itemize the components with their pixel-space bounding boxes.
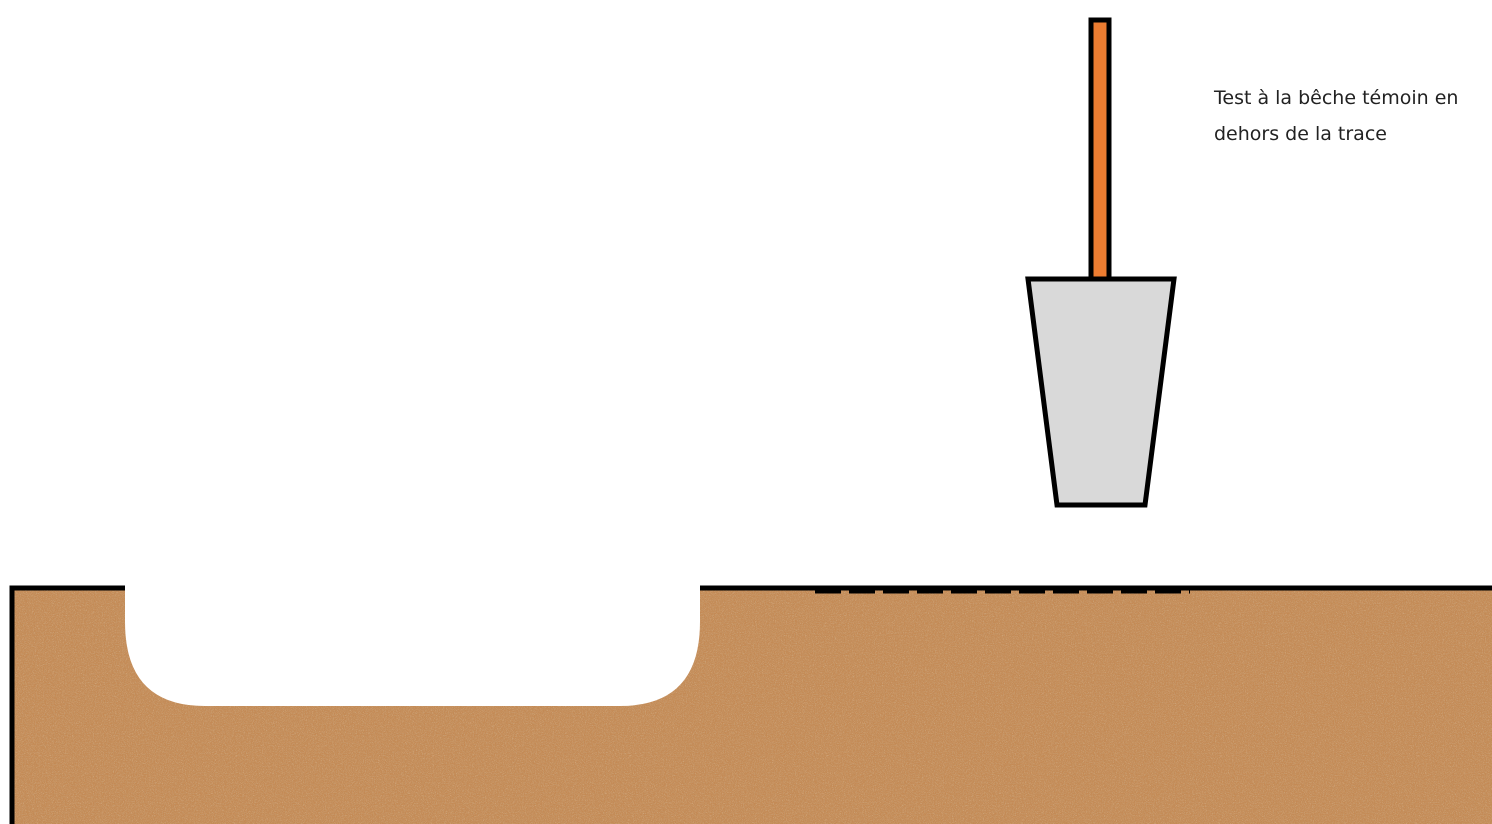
soil-highlights [12,588,1492,824]
caption-text: Test à la bêche témoin en dehors de la t… [1214,80,1492,152]
spade-handle [1091,20,1109,280]
spade-blade [1028,279,1174,505]
caption-line-1: Test à la bêche témoin en [1214,80,1492,116]
spade-icon [1028,20,1174,505]
soil-ground [12,588,1492,824]
caption-line-2: dehors de la trace [1214,116,1492,152]
